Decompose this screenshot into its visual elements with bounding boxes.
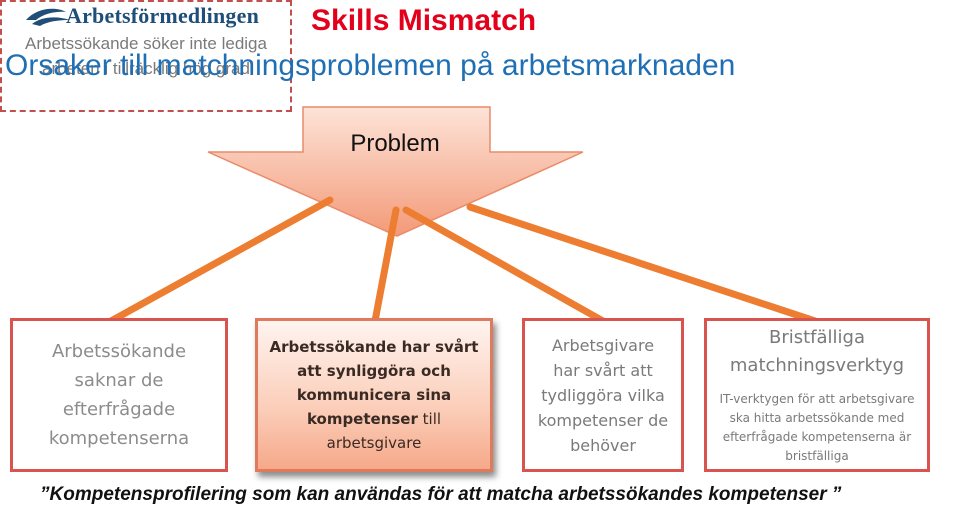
cause-box-1: Arbetssökande saknar de efterfrågade kom… (10, 318, 228, 472)
logo (22, 4, 292, 30)
cause-box-1-line: saknar de (74, 370, 164, 391)
page-title: Skills Mismatch (311, 4, 537, 37)
cause-box-3-line: Arbetsgivare (551, 335, 655, 355)
cause-box-4-body-line: efterfrågade kompetenserna är (722, 430, 912, 444)
cause-box-4-body-line: bristfälliga (785, 449, 849, 463)
cause-box-2-line: arbetsgivare (326, 434, 422, 452)
cause-box-2-bold-word: kompetenser (306, 410, 418, 428)
cause-box-2-line: att synliggöra och (297, 362, 451, 380)
bottom-quote: ”Kompetensprofilering som kan användas f… (40, 484, 842, 505)
cause-box-4-title-line: Bristfälliga (768, 327, 865, 348)
cause-box-3-line: kompetenser de (537, 410, 669, 430)
logo-text: Arbetsförmedlingen (66, 3, 260, 28)
cause-box-2-line: kompetenser till (307, 407, 441, 431)
page-subtitle: Orsaker till matchningsproblemen på arbe… (5, 49, 736, 82)
cause-box-4-body: IT-verktygen för att arbetsgivare ska hi… (720, 390, 915, 466)
logo-mark-icon (26, 8, 70, 26)
cause-box-1-line: Arbetssökande (51, 341, 187, 362)
cause-box-2-line: Arbetssökande har svårt (269, 338, 479, 356)
cause-box-4-title: Bristfälliga matchningsverktyg (730, 324, 904, 380)
cause-box-3-line: har svårt att (553, 360, 653, 380)
cause-box-4: Bristfälliga matchningsverktyg IT-verkty… (704, 318, 930, 472)
cause-box-3-line: tydliggöra vilka (541, 385, 665, 405)
cause-box-4-body-line: IT-verktygen för att arbetsgivare (719, 392, 915, 406)
connector-line-1 (107, 196, 334, 325)
cause-box-3-line: behöver (570, 435, 636, 455)
cause-box-2: Arbetssökande har svårt att synliggöra o… (255, 318, 493, 472)
cause-box-3: Arbetsgivare har svårt att tydliggöra vi… (522, 318, 684, 472)
problem-label: Problem (350, 130, 440, 157)
cause-box-2-line: kommunicera sina (296, 386, 452, 404)
cause-box-4-title-line: matchningsverktyg (729, 355, 905, 376)
cause-box-4-body-line: ska hitta arbetssökande med (729, 411, 905, 425)
side-note-box: Arbetssökande söker inte lediga arbeten … (0, 0, 292, 112)
connector-line-3 (402, 206, 607, 325)
side-note-text: Arbetssökande söker inte lediga arbeten … (25, 34, 267, 78)
cause-box-1-line: kompetenserna (48, 428, 190, 449)
cause-box-2-rest: till (417, 410, 442, 428)
cause-box-1-line: efterfrågade (62, 399, 176, 420)
connector-line-2 (371, 206, 400, 325)
connector-line-4 (466, 203, 819, 325)
problem-arrow (207, 106, 584, 237)
